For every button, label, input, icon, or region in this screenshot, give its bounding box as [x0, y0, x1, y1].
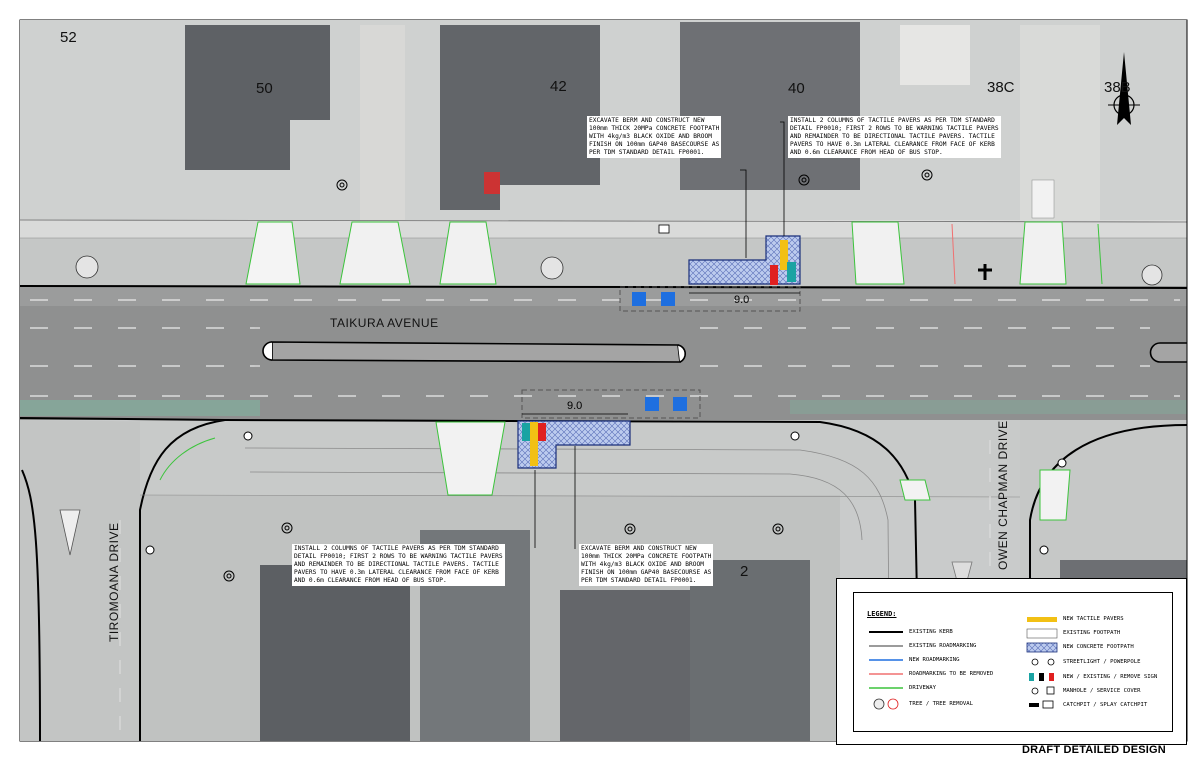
road-taikura: TAIKURA AVENUE — [330, 316, 439, 330]
legend-manhole: MANHOLE / SERVICE COVER — [1063, 688, 1141, 694]
streetlights — [145, 431, 1067, 555]
lane-markings — [30, 299, 1180, 397]
legend-symbols — [869, 617, 1058, 710]
lot-40: 40 — [788, 80, 805, 97]
median-island — [271, 341, 681, 363]
house-2 — [560, 590, 690, 741]
legend-title: LEGEND: — [867, 610, 897, 618]
wheelie-bin — [484, 172, 500, 194]
legend-catchpit: CATCHPIT / SPLAY CATCHPIT — [1063, 702, 1148, 708]
dimension-north: 9.0 — [734, 294, 750, 306]
south-bus-stop — [521, 389, 701, 419]
legend-new-tactile: NEW TACTILE PAVERS — [1063, 616, 1124, 622]
parked-car — [1031, 179, 1055, 219]
note-south-footpath: EXCAVATE BERM AND CONSTRUCT NEW 100mm TH… — [579, 544, 714, 586]
house-40 — [680, 22, 860, 190]
legend-streetlight: STREETLIGHT / POWERPOLE — [1063, 659, 1141, 665]
note-south-tactile: INSTALL 2 COLUMNS OF TACTILE PAVERS AS P… — [292, 544, 505, 586]
north-arrow-icon — [1108, 52, 1140, 125]
lot-50: 50 — [256, 80, 273, 97]
house-south-1 — [260, 565, 410, 741]
legend: LEGEND: EXISTING KERB EXISTING ROADMARKI… — [836, 578, 1187, 745]
legend-sign: NEW / EXISTING / REMOVE SIGN — [1063, 674, 1158, 680]
north-kerb — [19, 285, 1188, 289]
north-bus-stop — [619, 286, 801, 312]
south-kerb-east — [1029, 424, 1188, 741]
road-owen-chapman: OWEN CHAPMAN DRIVE — [996, 420, 1010, 570]
lot-38c: 38C — [987, 79, 1015, 96]
legend-roadmarking-removed: ROADMARKING TO BE REMOVED — [909, 671, 994, 677]
legend-box — [853, 592, 1173, 732]
driveway-north-1 — [360, 25, 405, 220]
south-kerb-west — [19, 417, 226, 741]
note-north-footpath: EXCAVATE BERM AND CONSTRUCT NEW 100mm TH… — [587, 116, 722, 158]
trees — [75, 255, 1163, 286]
footer-title: DRAFT DETAILED DESIGN — [1022, 744, 1166, 756]
legend-existing-roadmarking: EXISTING ROADMARKING — [909, 643, 977, 649]
manholes — [223, 169, 933, 582]
north-tactile — [780, 240, 788, 270]
south-tactile — [530, 422, 538, 466]
lot-52: 52 — [60, 29, 77, 46]
legend-new-roadmarking: NEW ROADMARKING — [909, 657, 960, 663]
lot-2: 2 — [740, 563, 749, 580]
legend-existing-kerb: EXISTING KERB — [909, 629, 953, 635]
dimension-south: 9.0 — [567, 400, 583, 412]
road-tiromoana: TIROMOANA DRIVE — [107, 522, 121, 642]
legend-new-concrete-footpath: NEW CONCRETE FOOTPATH — [1063, 644, 1134, 650]
north-driveways — [245, 221, 1103, 285]
house-50 — [185, 25, 330, 170]
legend-driveway: DRIVEWAY — [909, 685, 936, 691]
note-north-tactile: INSTALL 2 COLUMNS OF TACTILE PAVERS AS P… — [788, 116, 1001, 158]
lot-42: 42 — [550, 78, 567, 95]
house-42 — [440, 25, 600, 210]
median-right — [1149, 342, 1187, 363]
lot-38b: 38B — [1104, 79, 1131, 96]
legend-tree: TREE / TREE REMOVAL — [909, 701, 973, 707]
legend-existing-footpath: EXISTING FOOTPATH — [1063, 630, 1121, 636]
